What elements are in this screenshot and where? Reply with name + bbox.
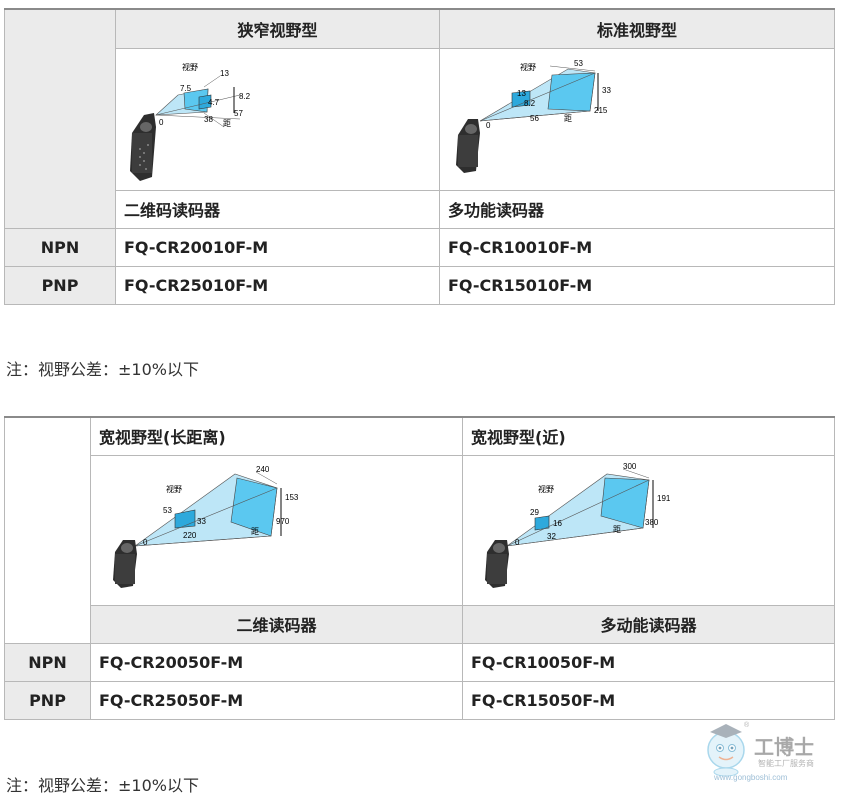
spec-table-1: 狭窄视野型 标准视野型 视野 13 7.5 4.7 8.2	[4, 8, 835, 305]
dim-h-near: 33	[197, 517, 206, 526]
dim-h-far: 8.2	[239, 92, 251, 101]
model-cell: FQ-CR10010F-M	[439, 227, 835, 267]
dim-w-top: 240	[256, 465, 270, 474]
model-cell: FQ-CR10050F-M	[462, 642, 835, 682]
table-row: PNP FQ-CR25010F-M FQ-CR15010F-M	[4, 265, 835, 305]
corner-cell	[4, 416, 91, 644]
model-cell: FQ-CR25050F-M	[90, 680, 463, 720]
header-narrow-fov: 狭窄视野型	[115, 8, 440, 49]
dim-origin: 0	[486, 121, 491, 130]
dim-h-near: 4.7	[208, 98, 220, 107]
corner-cell	[4, 8, 116, 229]
model-cell: FQ-CR25010F-M	[115, 265, 440, 305]
dim-h-far: 191	[657, 494, 671, 503]
dim-d-far: 57	[234, 109, 243, 118]
dim-w-top: 300	[623, 462, 637, 471]
model-cell: FQ-CR20010F-M	[115, 227, 440, 267]
brand-tagline: 智能工厂服务商	[758, 758, 814, 768]
standard-fov-diagram-cell: 视野 53 13 8.2 33 56 215 距 0	[439, 47, 835, 191]
dim-origin: 0	[515, 538, 520, 547]
row-type: PNP	[4, 265, 116, 305]
model-cell: FQ-CR15010F-M	[439, 265, 835, 305]
brand-name: 工博士	[754, 735, 814, 759]
header-wide-long-fov: 宽视野型(长距离)	[90, 416, 463, 456]
tolerance-note: 注：视野公差：±10%以下	[6, 776, 199, 795]
wide-near-fov-diagram: 视野 300 29 16 191 32 380 距 0	[485, 462, 671, 588]
dim-unit: 距	[613, 525, 621, 534]
dim-h-near: 8.2	[524, 99, 536, 108]
dim-d-mid: 38	[204, 115, 213, 124]
dim-w-top: 53	[574, 59, 583, 68]
mascot-icon	[707, 724, 745, 777]
standard-fov-diagram: 视野 53 13 8.2 33 56 215 距 0	[456, 59, 611, 173]
header-standard-fov: 标准视野型	[439, 8, 835, 49]
spec-table-2: 宽视野型(长距离) 宽视野型(近) 视野 240 53 33 153 220	[4, 416, 835, 720]
fov-label: 视野	[182, 62, 198, 72]
dim-w-near: 53	[163, 506, 172, 515]
table-row: NPN FQ-CR20050F-M FQ-CR10050F-M	[4, 642, 835, 682]
tolerance-note: 注：视野公差：±10%以下	[6, 360, 199, 379]
dim-unit: 距	[564, 114, 572, 123]
dim-d-far: 380	[645, 518, 659, 527]
table-row: PNP FQ-CR25050F-M FQ-CR15050F-M	[4, 680, 835, 720]
dim-d-mid: 56	[530, 114, 539, 123]
dim-w-near: 7.5	[180, 84, 192, 93]
narrow-fov-diagram-cell: 视野 13 7.5 4.7 8.2 38 57 距 0	[115, 47, 440, 191]
dim-h-far: 153	[285, 493, 299, 502]
dim-d-far: 970	[276, 517, 290, 526]
dim-d-far: 215	[594, 106, 608, 115]
model-cell: FQ-CR20050F-M	[90, 642, 463, 682]
gongboshi-watermark-logo: ® 工博士 智能工厂服务商 www.gongboshi.com	[707, 721, 814, 782]
subtitle-multi-reader: 多动能读码器	[462, 604, 835, 644]
dim-origin: 0	[159, 118, 164, 127]
dim-unit: 距	[251, 527, 259, 536]
dim-w-near: 29	[530, 508, 539, 517]
wide-near-fov-diagram-cell: 视野 300 29 16 191 32 380 距 0	[462, 454, 835, 606]
dim-h-near: 16	[553, 519, 562, 528]
dim-h-far: 33	[602, 86, 611, 95]
dim-origin: 0	[143, 538, 148, 547]
table-row: NPN FQ-CR20010F-M FQ-CR10010F-M	[4, 227, 835, 267]
fov-label: 视野	[538, 484, 554, 494]
subtitle-multi-reader: 多功能读码器	[439, 189, 835, 229]
dim-w-near: 13	[517, 89, 526, 98]
fov-label: 视野	[166, 484, 182, 494]
narrow-fov-diagram: 视野 13 7.5 4.7 8.2 38 57 距 0	[130, 62, 251, 181]
fov-label: 视野	[520, 62, 536, 72]
header-wide-near-fov: 宽视野型(近)	[462, 416, 835, 456]
brand-url: www.gongboshi.com	[713, 773, 788, 782]
model-cell: FQ-CR15050F-M	[462, 680, 835, 720]
row-type: PNP	[4, 680, 91, 720]
wide-long-fov-diagram: 视野 240 53 33 153 220 970 距 0	[113, 465, 299, 588]
subtitle-2d-reader: 二维读码器	[90, 604, 463, 644]
registered-mark: ®	[744, 721, 750, 729]
dim-d-mid: 220	[183, 531, 197, 540]
dim-w-top: 13	[220, 69, 229, 78]
dim-unit: 距	[223, 119, 231, 128]
dim-d-mid: 32	[547, 532, 556, 541]
row-type: NPN	[4, 227, 116, 267]
row-type: NPN	[4, 642, 91, 682]
subtitle-2d-reader: 二维码读码器	[115, 189, 440, 229]
wide-long-fov-diagram-cell: 视野 240 53 33 153 220 970 距 0	[90, 454, 463, 606]
